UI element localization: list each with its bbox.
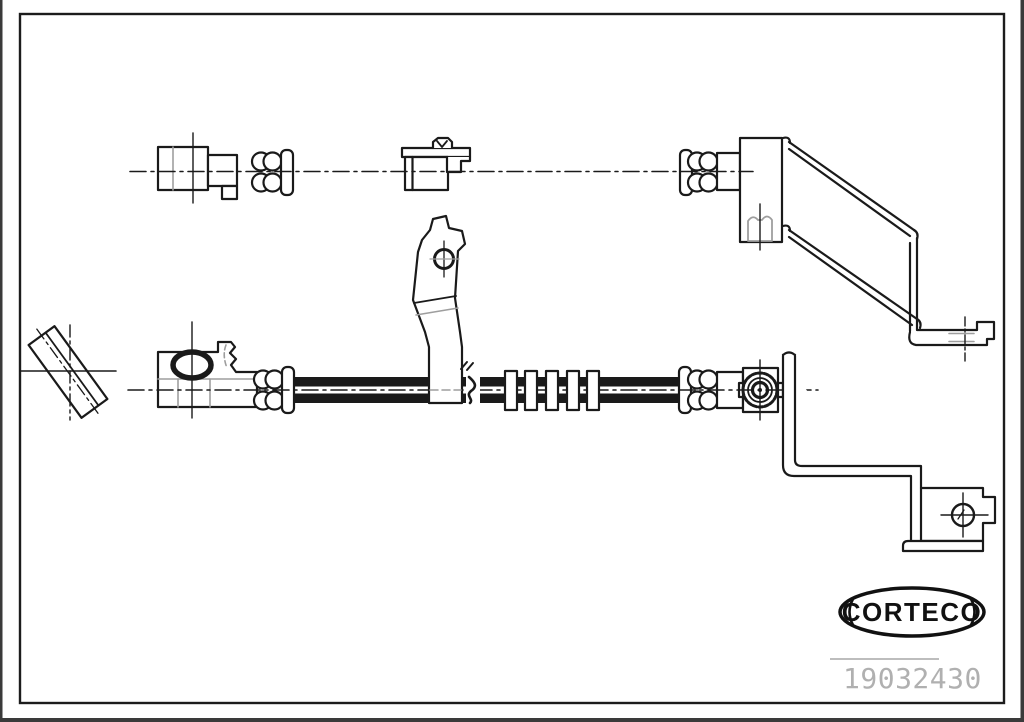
lower-mounting-bracket <box>781 351 997 553</box>
strain-relief-boot-left <box>252 369 285 411</box>
hose-retaining-clip <box>400 136 472 192</box>
logo-text: CORTECO <box>842 597 983 627</box>
upper-mounting-bracket <box>781 136 996 362</box>
strain-relief-boot-top-left <box>250 148 295 197</box>
top-left-union-fitting <box>156 145 239 201</box>
part-number: 19032430 <box>843 662 982 695</box>
hidden-slot <box>747 215 773 242</box>
protective-rings <box>503 369 601 412</box>
drawing-frame <box>18 12 1006 705</box>
logo-left-arc <box>848 598 855 626</box>
hose-twist-mark <box>460 361 480 405</box>
strain-relief-boot-right <box>686 369 719 411</box>
middle-mounting-bracket <box>411 214 467 405</box>
logo-ellipse <box>838 586 986 638</box>
tilted-frame-bracket <box>19 324 117 421</box>
top-right-union-fitting <box>678 136 784 251</box>
page-edge-left <box>0 0 3 722</box>
part-number-block: 19032430 <box>830 658 982 695</box>
main-view <box>19 214 997 553</box>
bracket-base <box>901 539 985 553</box>
page-edge-bottom <box>0 718 1024 722</box>
corteco-logo: CORTECO <box>838 586 986 638</box>
page-edge-right <box>1020 0 1024 722</box>
top-view <box>129 132 996 362</box>
logo-right-arc <box>969 598 976 626</box>
banjo-fitting <box>156 340 259 409</box>
